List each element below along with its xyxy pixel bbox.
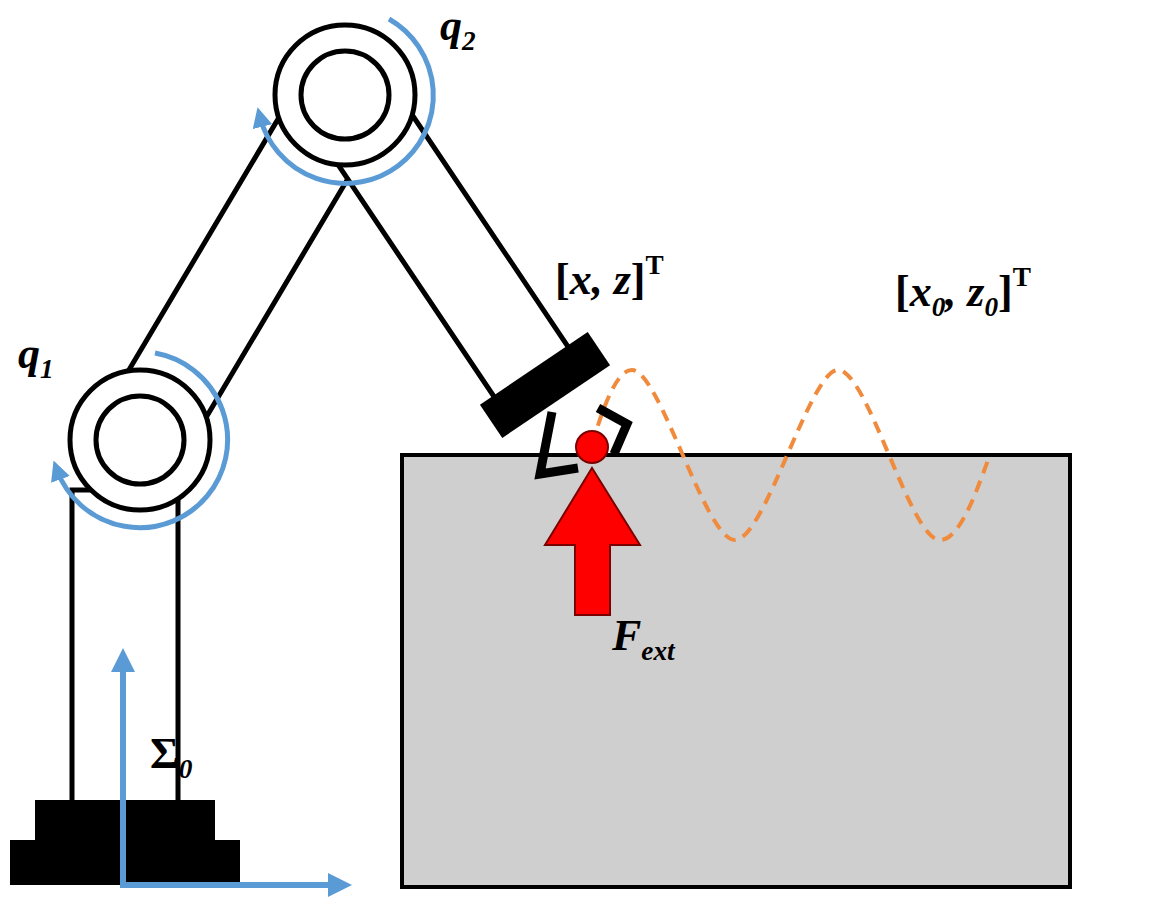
- joint-1-inner: [96, 396, 184, 484]
- joint-angle-label: q2: [440, 2, 476, 56]
- workpiece-block: [402, 455, 1070, 887]
- joint-angle-label: q1: [18, 330, 54, 384]
- gripper-finger: [540, 412, 578, 474]
- x-axis: [120, 882, 340, 888]
- force-arrow: [545, 468, 640, 615]
- position-label: [x, z]T: [555, 250, 664, 305]
- joint-2-inner: [301, 51, 389, 139]
- joint-1: [70, 370, 210, 510]
- rotation-arrow: [260, 19, 433, 183]
- trajectory-curve: [592, 370, 990, 540]
- force-label: Fext: [612, 612, 675, 666]
- contact-point: [576, 431, 608, 463]
- gripper-body: [480, 332, 610, 438]
- z-axis: [120, 660, 126, 885]
- joint-2: [275, 25, 415, 165]
- position-label: [x0, z0]T: [895, 262, 1031, 322]
- rotation-arrow: [57, 353, 228, 528]
- frame-label: Σ0: [150, 730, 192, 784]
